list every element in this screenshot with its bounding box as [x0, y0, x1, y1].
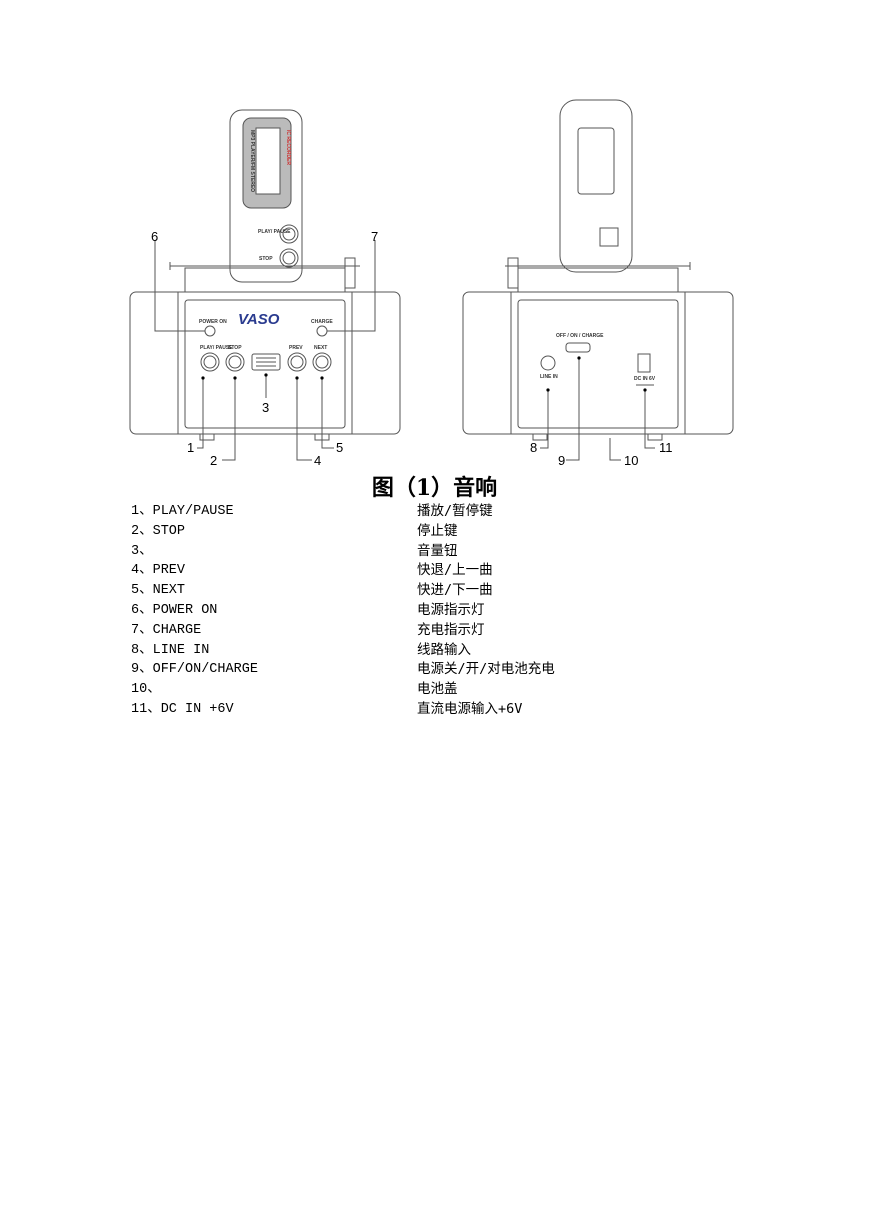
legend-desc: 电源指示灯	[417, 601, 485, 618]
stop-button	[225, 352, 245, 372]
callout-11: 11	[659, 440, 673, 455]
callout-6: 6	[151, 229, 158, 244]
callout-1: 1	[187, 440, 194, 455]
legend-desc: 播放/暂停键	[417, 503, 493, 519]
player-stop-label: STOP	[259, 256, 273, 262]
legend-row: 4、PREV 快退/上一曲	[131, 561, 731, 581]
dc-in-label: DC IN 6V	[634, 376, 656, 382]
mp3-player	[229, 109, 303, 283]
legend-code: 3、	[131, 543, 153, 559]
legend-row: 10、 电池盖	[131, 680, 731, 700]
callout-9: 9	[558, 453, 565, 468]
next-label: NEXT	[314, 345, 327, 351]
stop-label: STOP	[228, 345, 242, 351]
legend-code: 2、STOP	[131, 523, 186, 539]
legend-desc: 充电指示灯	[417, 621, 485, 638]
front-antenna-knob	[344, 257, 356, 289]
off-on-charge-switch	[565, 342, 591, 353]
legend-row: 1、PLAY/PAUSE 播放/暂停键	[131, 502, 731, 522]
legend-row: 9、OFF/ON/CHARGE 电源关/开/对电池充电	[131, 660, 731, 680]
legend-desc: 电源关/开/对电池充电	[417, 661, 555, 678]
line-in-label: LINE IN	[540, 374, 558, 380]
legend-list: 1、PLAY/PAUSE 播放/暂停键 2、STOP 停止键 3、 音量钮 4、PRE…	[131, 502, 731, 720]
callout-5: 5	[336, 440, 343, 455]
callout-10: 10	[624, 453, 638, 468]
next-button	[312, 352, 332, 372]
player-back	[559, 99, 633, 273]
speaker-figure: VASO MP3 PLAYER/FM STEREO IC RECORDER PL…	[0, 0, 869, 480]
back-speaker-body	[462, 291, 734, 435]
legend-code: 9、OFF/ON/CHARGE	[131, 662, 258, 678]
legend-desc: 直流电源输入+6V	[417, 700, 523, 717]
player-label-mp3: MP3 PLAYER/FM STEREO	[249, 130, 255, 192]
callout-3: 3	[262, 400, 269, 415]
dc-in-jack	[637, 353, 651, 373]
callout-8: 8	[530, 440, 537, 455]
volume-knob	[251, 353, 281, 371]
speaker-diagram: VASO MP3 PLAYER/FM STEREO IC RECORDER PL…	[129, 99, 734, 468]
player-label-recorder: IC RECORDER	[285, 130, 291, 165]
callout-7: 7	[371, 229, 378, 244]
legend-desc: 电池盖	[417, 681, 458, 698]
line-in-jack	[540, 355, 556, 371]
legend-desc: 停止键	[417, 522, 458, 539]
player-play-pause-label: PLAY/ PAUSE	[258, 229, 291, 235]
legend-row: 2、STOP 停止键	[131, 522, 731, 542]
legend-desc: 快退/上一曲	[417, 562, 493, 579]
play-pause-label: PLAY/ PAUSE	[200, 345, 233, 351]
legend-code: 4、PREV	[131, 563, 186, 579]
power-on-label: POWER ON	[199, 319, 227, 325]
callout-2: 2	[210, 453, 217, 468]
legend-row: 5、NEXT 快进/下一曲	[131, 581, 731, 601]
callout-4: 4	[314, 453, 321, 468]
legend-row: 11、DC IN +6V 直流电源输入+6V	[131, 700, 731, 720]
legend-row: 3、 音量钮	[131, 542, 731, 562]
legend-code: 11、DC IN +6V	[131, 701, 234, 717]
legend-code: 1、PLAY/PAUSE	[131, 504, 234, 519]
power-on-led	[204, 325, 216, 337]
figure-caption: 图（1）音响	[371, 475, 498, 501]
legend-code: 5、NEXT	[131, 583, 186, 599]
prev-label: PREV	[289, 345, 303, 351]
legend-desc: 音量钮	[417, 542, 458, 559]
legend-code: 8、LINE IN	[131, 642, 210, 658]
switch-label: OFF / ON / CHARGE	[556, 333, 604, 339]
play-pause-button	[200, 352, 220, 372]
legend-row: 7、CHARGE 充电指示灯	[131, 621, 731, 641]
legend-code: 7、CHARGE	[131, 622, 202, 638]
legend-desc: 快进/下一曲	[417, 582, 493, 599]
charge-led	[316, 325, 328, 337]
legend-row: 8、LINE IN 线路输入	[131, 641, 731, 661]
legend-row: 6、POWER ON 电源指示灯	[131, 601, 731, 621]
charge-label: CHARGE	[311, 319, 333, 325]
legend-code: 10、	[131, 682, 161, 698]
prev-button	[287, 352, 307, 372]
brand-logo: VASO	[238, 311, 280, 328]
legend-desc: 线路输入	[417, 641, 471, 658]
legend-code: 6、POWER ON	[131, 602, 218, 618]
